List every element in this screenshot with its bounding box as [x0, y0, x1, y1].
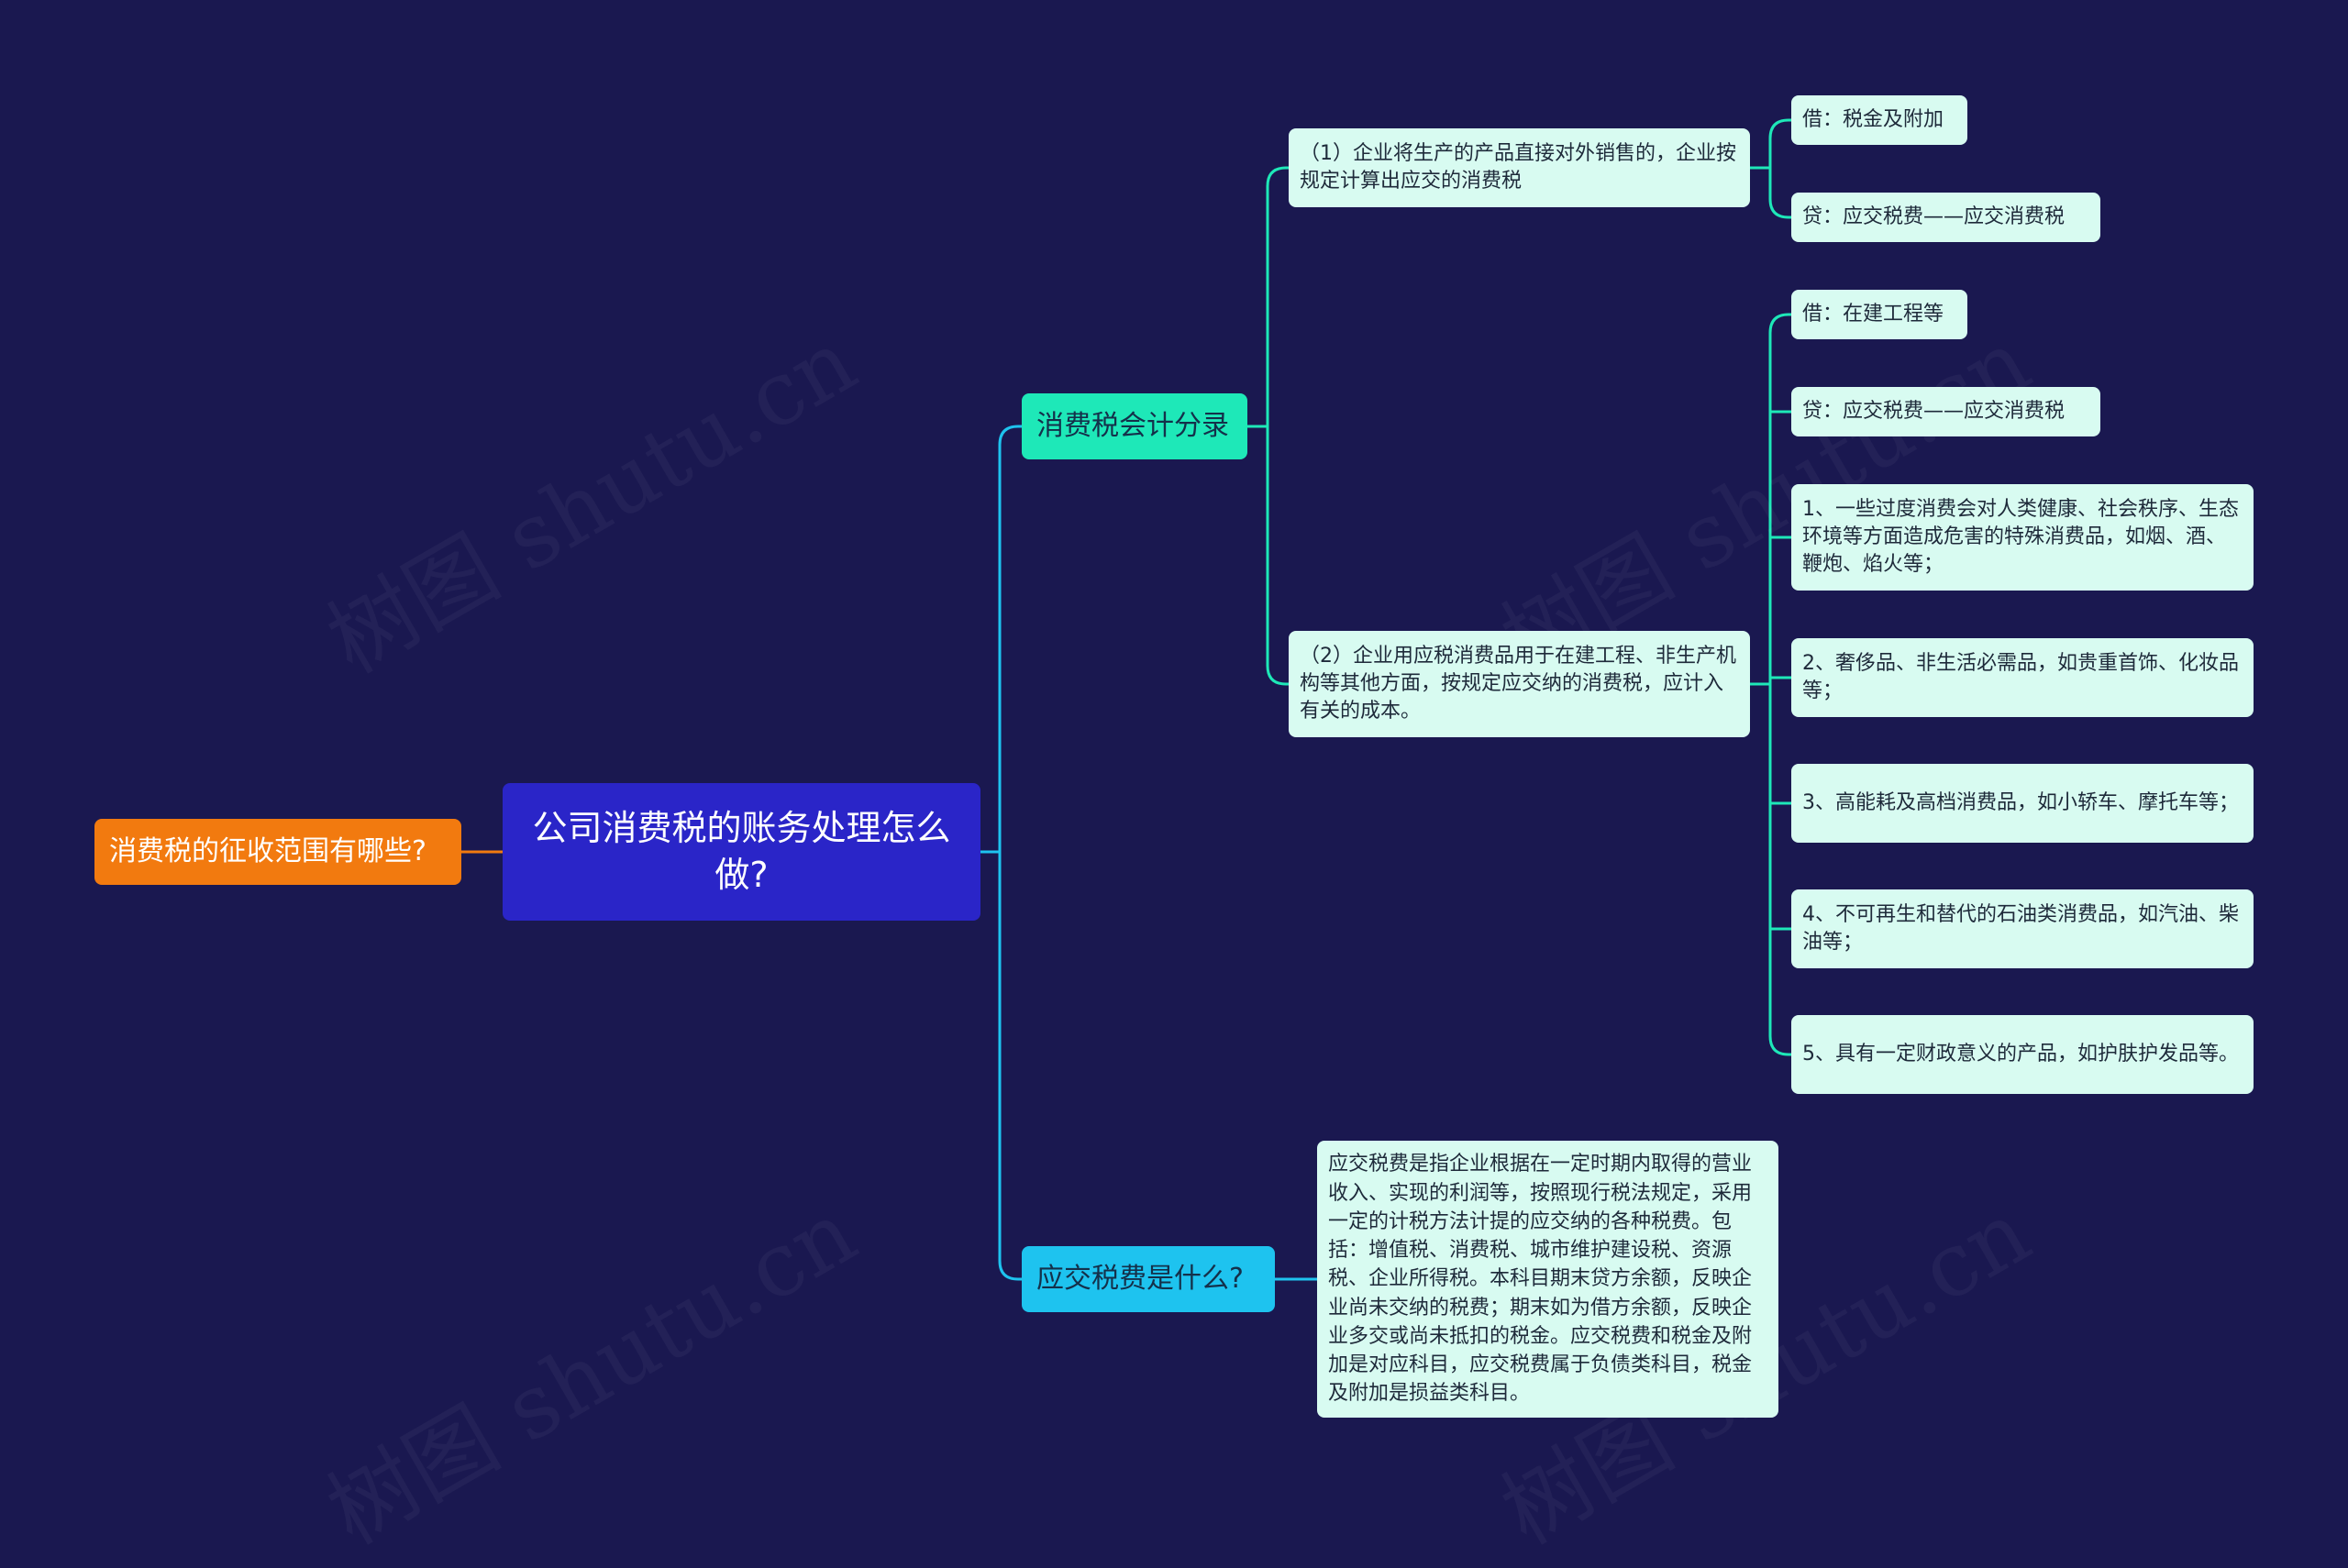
topic-scope-item[interactable]: 2、奢侈品、非生活必需品，如贵重首饰、化妆品等； — [1791, 638, 2254, 717]
topic-tax-scope[interactable]: 消费税的征收范围有哪些? — [94, 819, 461, 885]
topic-case-2-debit-label: 借：在建工程等 — [1802, 303, 1944, 326]
topic-taxes-payable-label: 应交税费是什么? — [1036, 1262, 1244, 1295]
connector-root-payable — [998, 852, 1022, 1281]
topic-case-1-debit-label: 借：税金及附加 — [1802, 108, 1944, 132]
topic-taxes-payable[interactable]: 应交税费是什么? — [1022, 1246, 1275, 1312]
connector-accounting-case2 — [1266, 426, 1289, 686]
topic-taxes-payable-definition-text: 应交税费是指企业根据在一定时期内取得的营业收入、实现的利润等，按照现行税法规定，… — [1328, 1153, 1753, 1406]
topic-case-1-credit[interactable]: 贷：应交税费——应交消费税 — [1791, 193, 2100, 242]
topic-case-2-debit[interactable]: 借：在建工程等 — [1791, 290, 1967, 339]
topic-accounting-entries[interactable]: 消费税会计分录 — [1022, 393, 1247, 459]
topic-case-1-debit[interactable]: 借：税金及附加 — [1791, 95, 1967, 145]
topic-scope-item[interactable]: 3、高能耗及高档消费品，如小轿车、摩托车等； — [1791, 764, 2254, 843]
mind-map: 树图 shutu.cn 树图 shutu.cn 树图 shutu.cn 树图 s… — [94, 95, 2254, 1418]
topic-case-2-credit-label: 贷：应交税费——应交消费税 — [1802, 400, 2066, 424]
topic-case-2-label: （2）企业用应税消费品用于在建工程、非生产机构等其他方面，按规定应交纳的消费税，… — [1300, 645, 1736, 723]
topic-tax-scope-label: 消费税的征收范围有哪些? — [109, 834, 426, 867]
topic-scope-item[interactable]: 1、一些过度消费会对人类健康、社会秩序、生态环境等方面造成危害的特殊消费品，如烟… — [1791, 484, 2254, 591]
topic-case-1-label: （1）企业将生产的产品直接对外销售的，企业按规定计算出应交的消费税 — [1300, 142, 1736, 193]
topic-scope-item[interactable]: 5、具有一定财政意义的产品，如护肤护发品等。 — [1791, 1015, 2254, 1094]
topic-case-1-credit-label: 贷：应交税费——应交消费税 — [1802, 205, 2066, 229]
topic-scope-item-label: 1、一些过度消费会对人类健康、社会秩序、生态环境等方面造成危害的特殊消费品，如烟… — [1802, 498, 2239, 576]
topic-case-2[interactable]: （2）企业用应税消费品用于在建工程、非生产机构等其他方面，按规定应交纳的消费税，… — [1289, 631, 1750, 737]
topic-scope-item-label: 5、具有一定财政意义的产品，如护肤护发品等。 — [1802, 1043, 2239, 1066]
topic-scope-item-label: 4、不可再生和替代的石油类消费品，如汽油、柴油等； — [1802, 903, 2239, 954]
topic-case-1[interactable]: （1）企业将生产的产品直接对外销售的，企业按规定计算出应交的消费税 — [1289, 128, 1750, 207]
root-topic-label: 公司消费税的账务处理怎么做? — [532, 807, 951, 895]
topic-scope-item-label: 2、奢侈品、非生活必需品，如贵重首饰、化妆品等； — [1802, 652, 2239, 702]
connector-accounting-case1 — [1266, 166, 1289, 426]
connector-lines — [461, 118, 1791, 1281]
topic-scope-item-label: 3、高能耗及高档消费品，如小轿车、摩托车等； — [1802, 791, 2239, 815]
connector-root-accounting — [998, 425, 1022, 852]
topic-accounting-entries-label: 消费税会计分录 — [1036, 409, 1229, 442]
topic-case-2-credit[interactable]: 贷：应交税费——应交消费税 — [1791, 387, 2100, 436]
root-topic[interactable]: 公司消费税的账务处理怎么做? — [503, 783, 980, 921]
topic-scope-item[interactable]: 4、不可再生和替代的石油类消费品，如汽油、柴油等； — [1791, 889, 2254, 968]
topic-taxes-payable-definition[interactable]: 应交税费是指企业根据在一定时期内取得的营业收入、实现的利润等，按照现行税法规定，… — [1317, 1141, 1778, 1418]
